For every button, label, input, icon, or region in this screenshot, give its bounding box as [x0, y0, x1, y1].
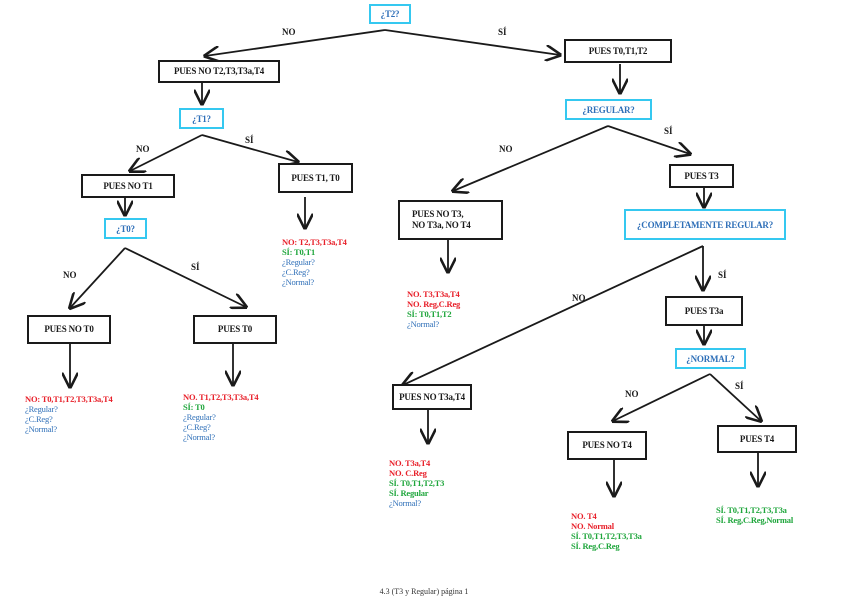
result-no-line: NO. Reg,C.Reg: [407, 299, 461, 309]
result-question-line: ¿Normal?: [389, 498, 421, 508]
result-no-line: NO. T1,T2,T3,T3a,T4: [183, 392, 259, 402]
result-question-line: ¿Regular?: [25, 404, 58, 414]
result-si-line: SÍ. Reg,C.Reg: [571, 541, 620, 551]
result-question-line: ¿Regular?: [183, 412, 216, 422]
box-pues-t3a: PUES T3a: [665, 296, 743, 326]
label-t1-no: NO: [136, 144, 150, 154]
result-question-line: ¿C.Reg?: [282, 267, 310, 277]
label-t0-si: SÍ: [191, 262, 200, 272]
result-si-line: SÍ: T0,T1,T2: [407, 309, 452, 319]
result-no-line: NO. Normal: [571, 521, 614, 531]
result-si-line: SÍ. T0,T1,T2,T3,T3a: [571, 531, 642, 541]
result-question-line: ¿Normal?: [25, 424, 57, 434]
result-question-line: ¿C.Reg?: [183, 422, 211, 432]
label-t2-si: SÍ: [498, 27, 507, 37]
arrow-t2-si: [384, 29, 560, 55]
arrow-t0-si: [124, 247, 246, 307]
label-normal-si: SÍ: [735, 381, 744, 391]
result-si-line: SÍ. Regular: [389, 488, 429, 498]
question-completamente-regular: ¿COMPLETAMENTE REGULAR?: [624, 209, 786, 240]
label-t1-si: SÍ: [245, 135, 254, 145]
label-regular-no: NO: [499, 144, 513, 154]
box-pues-no-t3: PUES NO T3, NO T3a, NO T4: [398, 200, 503, 240]
box-pues-t0: PUES T0: [193, 315, 277, 344]
arrow-normal-si: [709, 373, 761, 421]
arrow-normal-no: [613, 373, 711, 421]
box-pues-no-t3-line1: PUES NO T3,: [412, 209, 464, 219]
box-pues-t4: PUES T4: [717, 425, 797, 453]
box-pues-no-t3-line2: NO T3a, NO T4: [412, 220, 471, 230]
arrow-t1-no: [130, 134, 203, 171]
page-footer: 4.3 (T3 y Regular) página 1: [379, 587, 469, 596]
result-question-line: ¿Normal?: [183, 432, 215, 442]
arrow-t0-no: [70, 247, 126, 308]
result-si-line: SÍ: T0: [183, 402, 205, 412]
label-creg-si: SÍ: [718, 270, 727, 280]
box-pues-t3: PUES T3: [669, 164, 734, 188]
question-t0: ¿T0?: [104, 218, 147, 239]
result-question-line: ¿Normal?: [282, 277, 314, 287]
result-si-line: SÍ. T0,T1,T2,T3,T3a: [716, 505, 787, 515]
result-t0-no: NO: T0,T1,T2,T3,T3a,T4¿Regular?¿C.Reg?¿N…: [25, 394, 113, 434]
label-t2-no: NO: [282, 27, 296, 37]
box-pues-no-t0: PUES NO T0: [27, 315, 111, 344]
result-si-line: SÍ. T0,T1,T2,T3: [389, 478, 445, 488]
result-question-line: ¿Regular?: [282, 257, 315, 267]
arrow-regular-si: [607, 125, 690, 154]
arrow-regular-no: [453, 125, 609, 191]
result-si-line: SÍ. Reg,C.Reg,Normal: [716, 515, 793, 525]
arrow-t2-no: [205, 29, 386, 56]
result-question-line: ¿C.Reg?: [25, 414, 53, 424]
result-no-line: NO. T3,T3a,T4: [407, 289, 460, 299]
result-no-line: NO. T4: [571, 511, 597, 521]
box-pues-no-t2: PUES NO T2,T3,T3a,T4: [158, 60, 280, 83]
box-pues-t0-t1-t2: PUES T0,T1,T2: [564, 39, 672, 63]
question-normal: ¿NORMAL?: [675, 348, 746, 369]
label-normal-no: NO: [625, 389, 639, 399]
result-si-line: SÍ: T0,T1: [282, 247, 316, 257]
question-t1: ¿T1?: [179, 108, 224, 129]
label-regular-si: SÍ: [664, 126, 673, 136]
box-pues-no-t4: PUES NO T4: [567, 431, 647, 460]
result-no-line: NO. C.Reg: [389, 468, 427, 478]
label-creg-no: NO: [572, 293, 586, 303]
question-t2: ¿T2?: [369, 4, 411, 24]
box-pues-no-t1: PUES NO T1: [81, 174, 175, 198]
box-pues-t1-t0: PUES T1, T0: [278, 163, 353, 193]
result-no-line: NO: T0,T1,T2,T3,T3a,T4: [25, 394, 113, 404]
arrow-t1-si: [201, 134, 298, 162]
question-regular: ¿REGULAR?: [565, 99, 652, 120]
result-no-line: NO: T2,T3,T3a,T4: [282, 237, 347, 247]
result-question-line: ¿Normal?: [407, 319, 439, 329]
box-pues-no-t3a: PUES NO T3a,T4: [392, 384, 472, 410]
label-t0-no: NO: [63, 270, 77, 280]
result-no-line: NO. T3a,T4: [389, 458, 431, 468]
arrow-creg-no: [403, 245, 704, 385]
